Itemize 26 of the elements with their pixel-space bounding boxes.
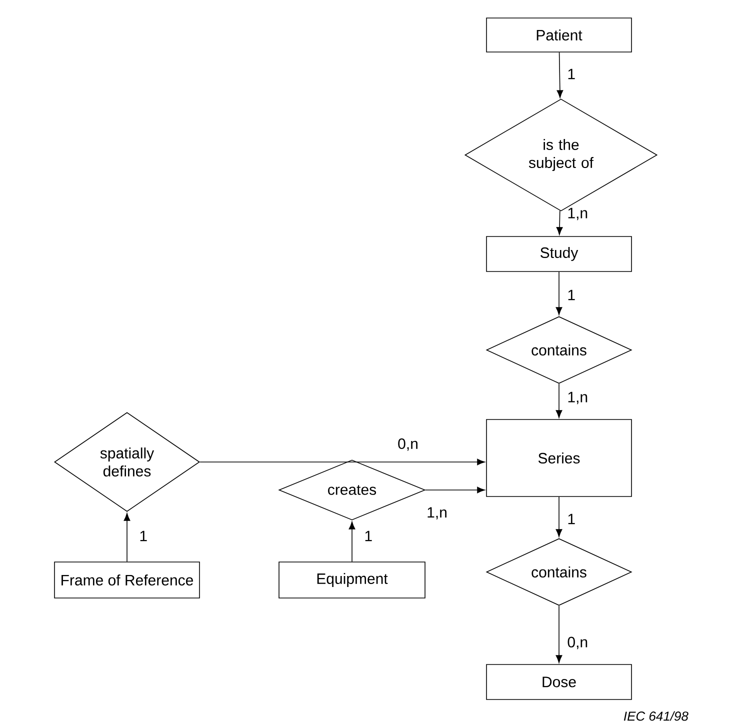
arrow — [200, 458, 485, 466]
arrow — [556, 605, 562, 663]
edge-label: 1,n — [568, 392, 588, 404]
edge-label: 1 — [140, 530, 147, 542]
entity-box: Dose — [486, 664, 632, 700]
arrow — [556, 496, 562, 537]
entity-box: Study — [486, 236, 632, 272]
arrow — [556, 52, 564, 98]
arrow — [425, 486, 485, 494]
entity-box: Frame of Reference — [54, 562, 200, 598]
entity-box: Equipment — [278, 562, 426, 598]
arrow — [124, 513, 130, 562]
edge-label: 1 — [365, 530, 372, 542]
edge-label: 1,n — [428, 507, 446, 520]
arrow — [556, 383, 562, 418]
edge-label: 1 — [568, 290, 575, 300]
entity-box: Patient — [486, 18, 632, 52]
edge-label: 0,n — [568, 636, 588, 650]
edge-label: 1 — [568, 514, 575, 524]
edge-label: 1 — [568, 68, 575, 80]
arrow — [556, 272, 562, 315]
arrow — [348, 522, 356, 562]
entity-box: Series — [486, 419, 632, 497]
edge-label: 0,n — [398, 438, 418, 451]
arrow — [556, 210, 563, 235]
figure-number: IEC 641/98 — [624, 711, 688, 721]
